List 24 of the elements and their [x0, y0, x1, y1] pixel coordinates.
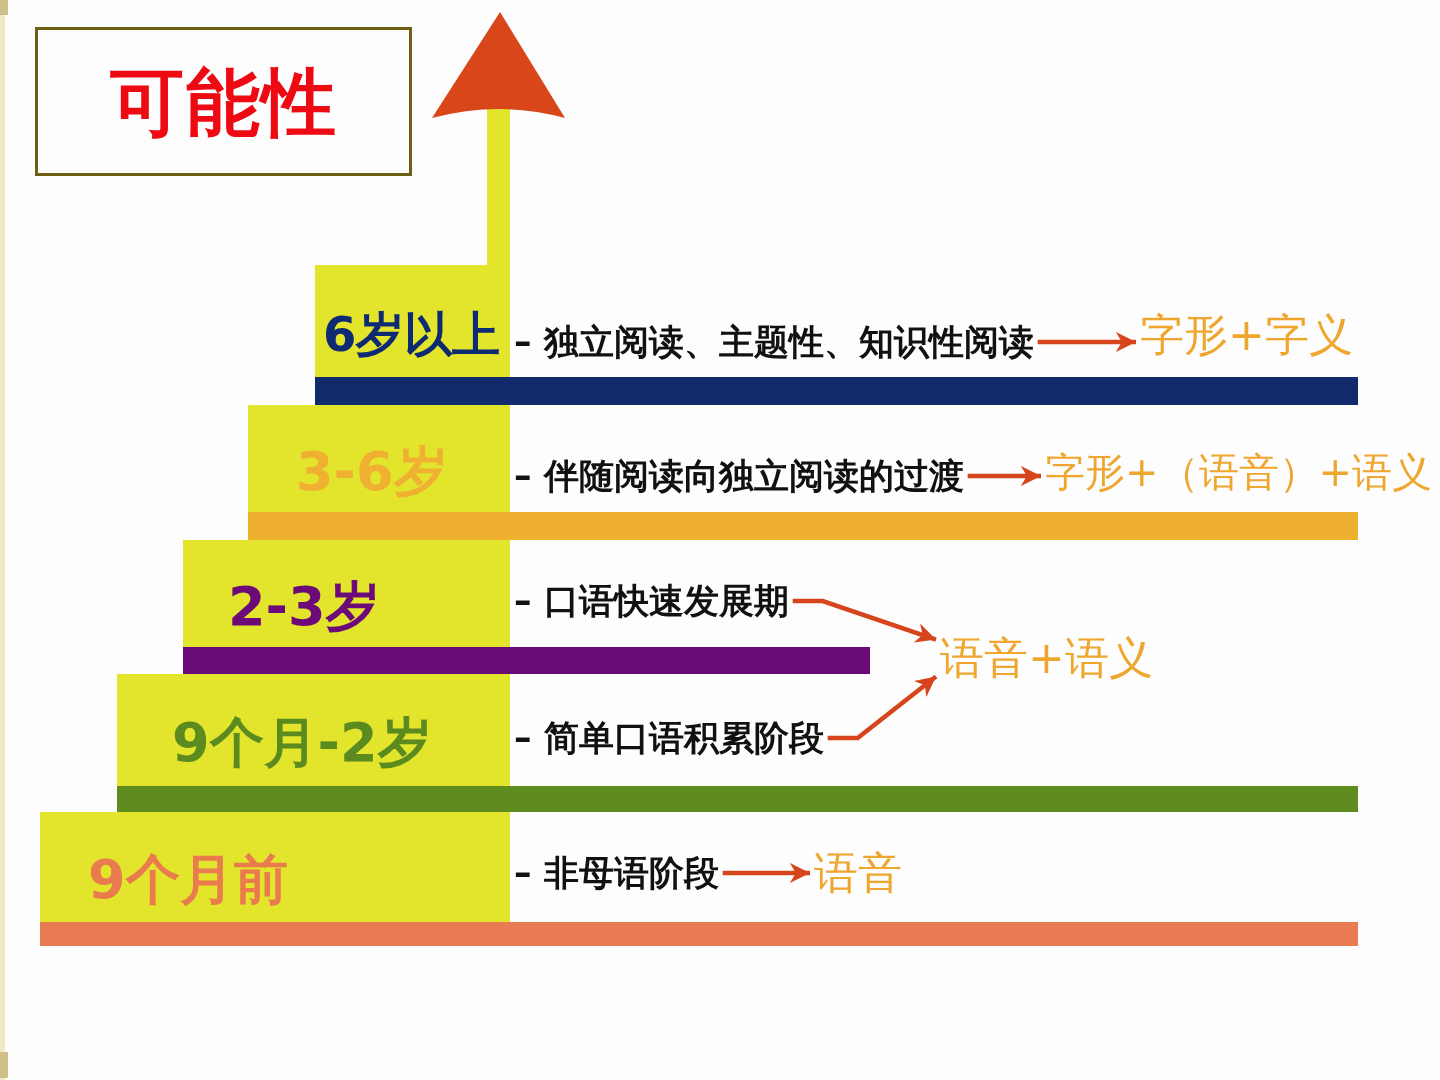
stage-description: – 简单口语积累阶段	[514, 717, 828, 759]
horizontal-bar	[248, 512, 1358, 540]
stair-step: 2-3岁	[183, 540, 510, 647]
result-text: 语音	[810, 846, 902, 900]
result-text: 字形+字义	[1136, 308, 1353, 362]
stair-step: 9个月-2岁	[117, 674, 510, 786]
stage-description: – 非母语阶段	[514, 852, 723, 894]
result-text: 语音+语义	[936, 631, 1153, 685]
arrow	[827, 674, 938, 741]
stair-step: 6岁以上	[315, 265, 510, 377]
horizontal-bar	[117, 786, 1358, 812]
arrow	[792, 598, 937, 643]
arrow	[967, 465, 1041, 487]
result-text: 字形+（语音）+语义	[1041, 448, 1433, 496]
stage-description: – 口语快速发展期	[514, 580, 793, 622]
stage-description: – 独立阅读、主题性、知识性阅读	[514, 321, 1038, 363]
arrow	[722, 862, 810, 884]
arrow	[1037, 331, 1136, 353]
horizontal-bar	[183, 647, 870, 674]
title-box: 可能性	[35, 27, 412, 176]
horizontal-bar	[40, 922, 1358, 946]
stair-step: 9个月前	[40, 812, 510, 922]
horizontal-bar	[315, 377, 1358, 405]
stage-description: – 伴随阅读向独立阅读的过渡	[514, 455, 968, 497]
